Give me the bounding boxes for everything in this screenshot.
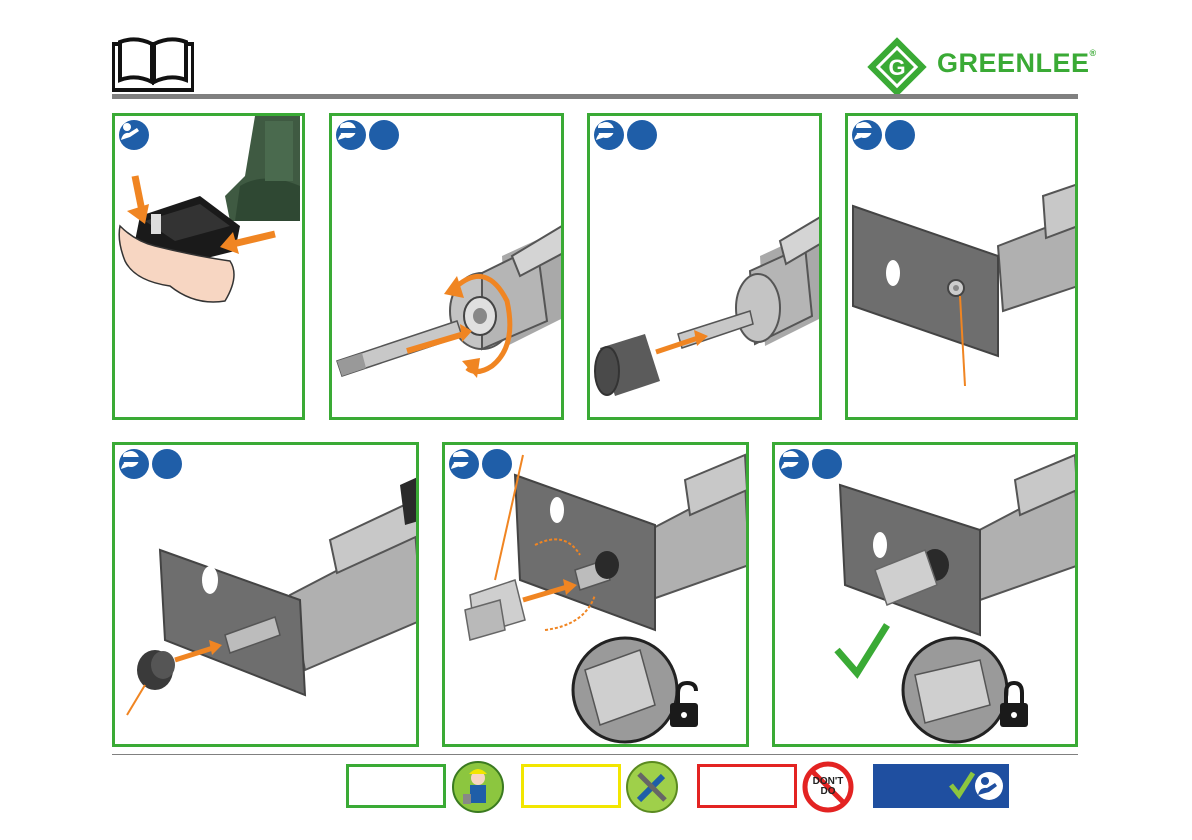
tools-icon (625, 760, 679, 819)
step-panel-6 (442, 442, 749, 747)
step-panel-1 (112, 113, 305, 420)
manual-book-icon (112, 36, 194, 97)
legend-yellow-box (521, 764, 621, 808)
step-panel-4 (845, 113, 1078, 420)
greenlee-logo: G (866, 36, 928, 103)
legend-green-box (346, 764, 446, 808)
worker-icon (451, 760, 505, 819)
do-text: DO (801, 787, 855, 797)
header-divider (112, 94, 1078, 99)
manual-check-icon (945, 765, 1005, 812)
check-icon (837, 625, 887, 673)
step-panel-2 (329, 113, 564, 420)
step-panel-3 (587, 113, 822, 420)
step-panel-7 (772, 442, 1078, 747)
legend-red-box (697, 764, 797, 808)
dont-do-icon: DON'T DO (801, 760, 855, 814)
step-panel-5 (112, 442, 419, 747)
footer-divider (112, 754, 1078, 755)
logo-letter: G (888, 55, 905, 80)
brand-name: GREENLEE® (937, 48, 1097, 79)
